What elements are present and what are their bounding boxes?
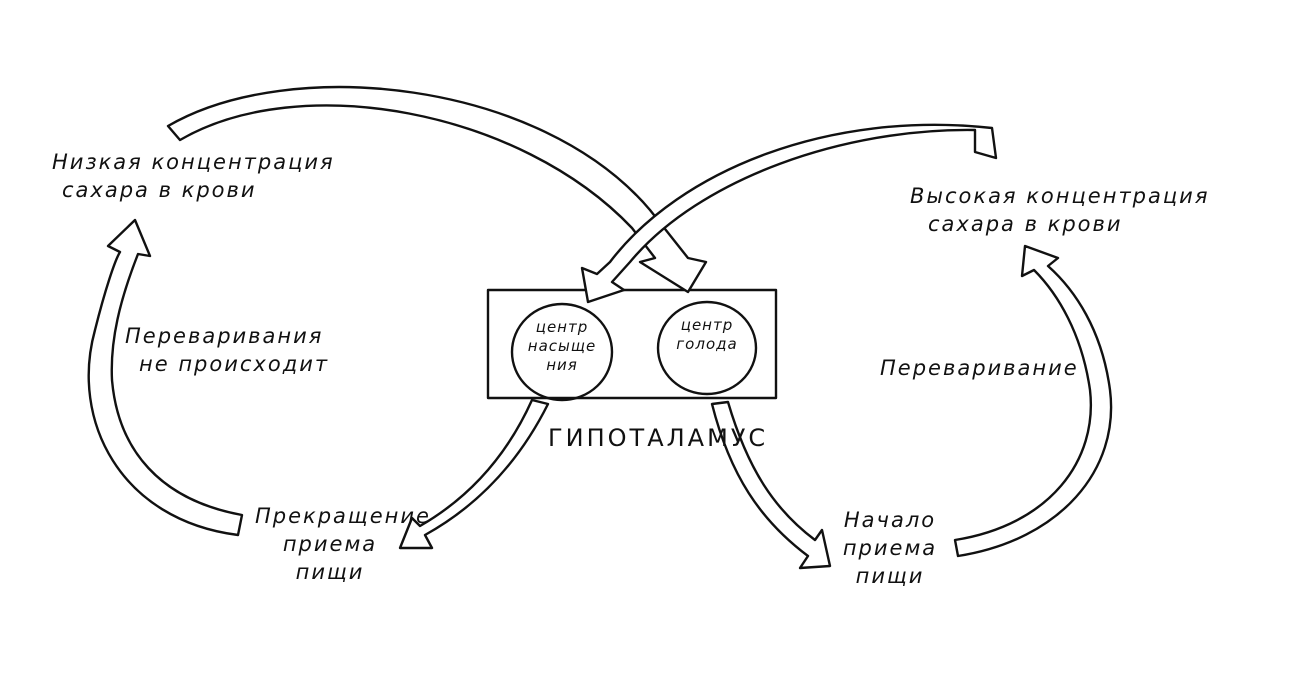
label-hunger-center-line-1: центр [680, 316, 734, 334]
hunger-center-circle [656, 300, 758, 396]
label-satiety-center-line-1: центр [535, 318, 589, 336]
label-start-eating-line-3: пищи [855, 564, 925, 588]
label-stop-eating-line-2: приема [282, 532, 378, 556]
label-no-digestion-line-1: Переваривания [125, 324, 324, 348]
label-satiety-center: центр насыще ния [520, 318, 604, 375]
label-high-sugar-line-1: Высокая концентрация [910, 184, 1210, 208]
label-satiety-center-line-3: ния [546, 356, 578, 374]
arrow-high-sugar-to-satiety-center [580, 123, 998, 304]
arrow-satiety-to-stop-eating [398, 398, 550, 550]
label-low-sugar-line-1: Низкая концентрация [52, 150, 335, 174]
label-high-sugar: Высокая концентрация сахара в крови [910, 182, 1209, 238]
label-stop-eating-line-3: пищи [295, 560, 365, 584]
label-stop-eating: Прекращение приема пищи [255, 502, 431, 586]
satiety-center-circle [510, 302, 614, 402]
label-satiety-center-line-2: насыще [527, 337, 597, 355]
label-high-sugar-line-2: сахара в крови [928, 212, 1123, 236]
arrow-low-sugar-to-hunger-center [166, 85, 708, 294]
hypothalamus-box [486, 288, 778, 400]
label-hypothalamus: ГИПОТАЛАМУС [548, 424, 769, 452]
label-stop-eating-line-1: Прекращение [255, 504, 431, 528]
label-no-digestion-line-2: не происходит [139, 352, 330, 376]
label-hunger-center-line-2: голода [676, 335, 738, 353]
arrow-stop-eating-to-low-sugar [87, 218, 244, 537]
label-no-digestion: Переваривания не происходит [125, 322, 329, 378]
label-low-sugar: Низкая концентрация сахара в крови [52, 148, 335, 204]
arrow-start-eating-to-high-sugar [953, 244, 1113, 558]
label-start-eating-line-2: приема [842, 536, 938, 560]
label-digestion: Переваривание [880, 356, 1079, 380]
label-low-sugar-line-2: сахара в крови [62, 178, 257, 202]
label-start-eating: Начало приема пищи [835, 506, 945, 590]
label-start-eating-line-1: Начало [843, 508, 937, 532]
label-hunger-center: центр голода [664, 316, 750, 354]
arrow-hunger-to-start-eating [710, 400, 832, 570]
